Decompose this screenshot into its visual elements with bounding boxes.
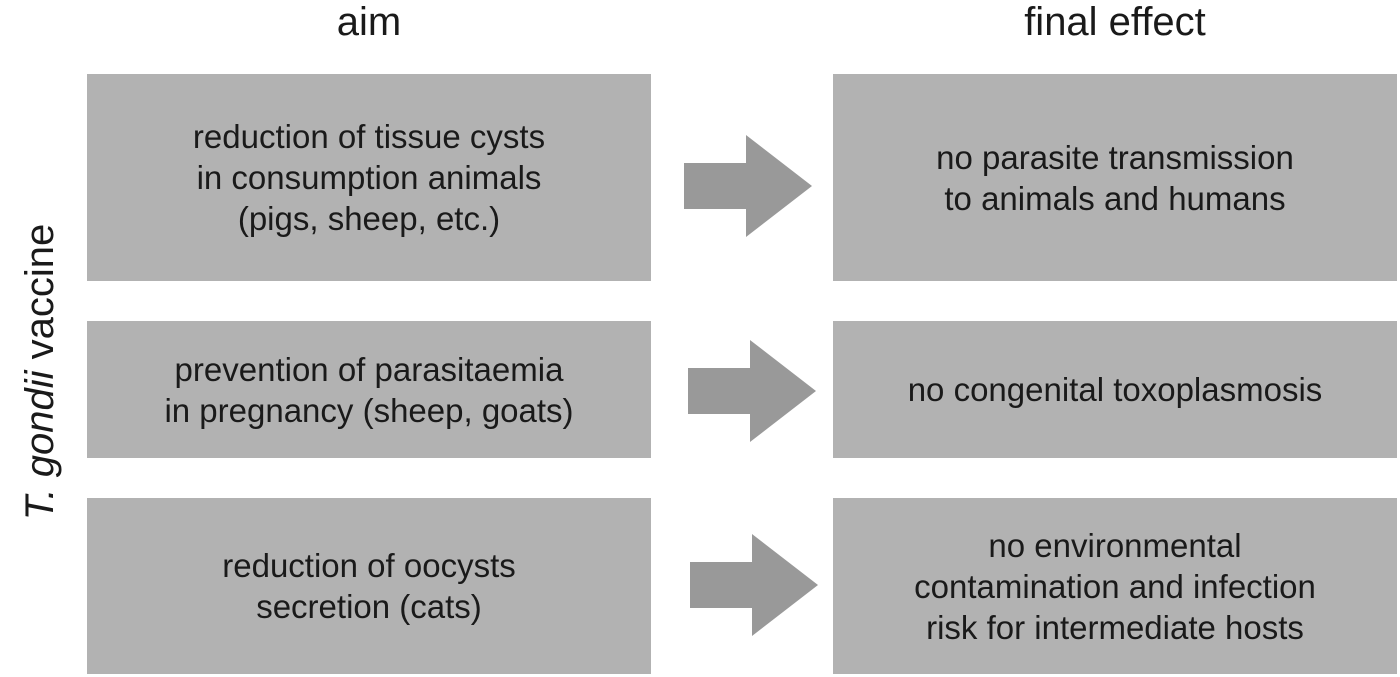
- aim-text: reduction of oocysts secretion (cats): [222, 547, 516, 625]
- aim-box-tissue-cysts: reduction of tissue cysts in consumption…: [87, 74, 651, 281]
- vaccine-side-label-text: T. gondii vaccine: [18, 224, 62, 521]
- species-name: T. gondii: [18, 370, 62, 521]
- effect-text: no environmental contamination and infec…: [914, 526, 1316, 646]
- aim-box-parasitaemia: prevention of parasitaemia in pregnancy …: [87, 321, 651, 458]
- effect-text: no congenital toxoplasmosis: [907, 371, 1323, 408]
- effect-text: no parasite transmission to animals and …: [936, 138, 1294, 217]
- vaccine-word: vaccine: [18, 223, 62, 371]
- effect-box-no-congenital: no congenital toxoplasmosis: [833, 321, 1397, 458]
- aim-text: reduction of tissue cysts in consumption…: [192, 118, 546, 237]
- aim-column-header: aim: [336, 0, 402, 44]
- aim-text: prevention of parasitaemia in pregnancy …: [164, 350, 574, 429]
- right-arrow-icon: [684, 135, 812, 237]
- effect-box-no-transmission: no parasite transmission to animals and …: [833, 74, 1397, 281]
- final-effect-column-header: final effect: [1024, 0, 1206, 44]
- right-arrow-icon: [690, 534, 818, 636]
- effect-box-no-contamination: no environmental contamination and infec…: [833, 498, 1397, 674]
- aim-box-oocysts: reduction of oocysts secretion (cats): [87, 498, 651, 674]
- right-arrow-icon: [688, 340, 816, 442]
